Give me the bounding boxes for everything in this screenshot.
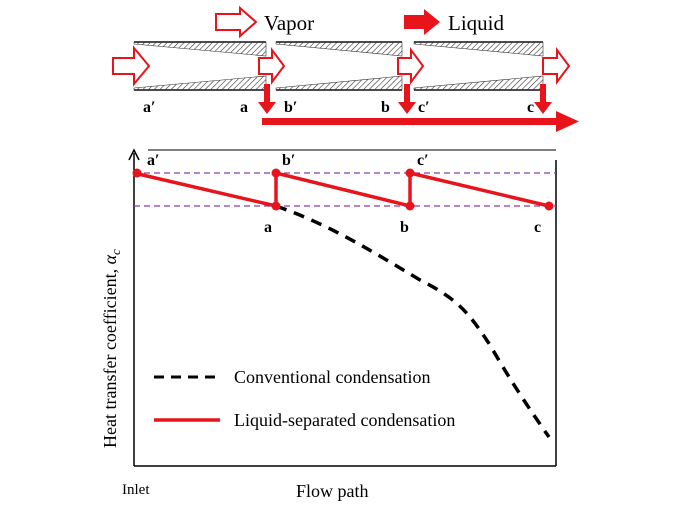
vapor-flow-arrow-icon	[258, 47, 286, 85]
liquid-drain-3	[534, 84, 552, 114]
chart-legend: Conventional condensation Liquid-separat…	[154, 367, 455, 430]
tube-label-c-prime: c′	[418, 99, 430, 116]
point-label-a-prime: a′	[147, 152, 160, 169]
liquid-drain-1	[258, 84, 276, 114]
tube-label-b-prime: b′	[284, 99, 297, 116]
tube-sections: a′ a b′ b c′ c	[112, 41, 579, 132]
liquid-arrow-icon	[404, 9, 440, 35]
y-axis-label: Heat transfer coefficient, αc	[100, 249, 123, 448]
tube-section-3	[413, 41, 544, 91]
y-axis-arrow-icon	[128, 148, 140, 161]
plot-area: a′ b′ c′ a b c Conventional condensation…	[100, 148, 557, 501]
vapor-inlet-arrow-icon	[112, 45, 151, 87]
liquid-separated-curve	[133, 170, 550, 209]
point-label-c-prime: c′	[417, 152, 429, 169]
tube-section-2	[275, 41, 403, 91]
vapor-outlet-arrow-icon	[542, 47, 571, 85]
point-a	[271, 201, 281, 211]
legend-conventional-label: Conventional condensation	[234, 367, 430, 387]
tube-section-1	[133, 41, 267, 91]
point-b	[405, 201, 415, 211]
tube-label-a-prime: a′	[143, 99, 156, 116]
vapor-arrow-icon	[215, 5, 258, 39]
point-label-c: c	[534, 219, 541, 236]
vapor-flow-arrow-icon	[397, 47, 425, 85]
vapor-label: Vapor	[264, 11, 314, 35]
point-label-b-prime: b′	[282, 152, 295, 169]
point-label-a: a	[264, 219, 272, 236]
tube-label-c: c	[527, 99, 534, 116]
point-c-prime	[405, 168, 415, 178]
y-axis-label-text: Heat transfer coefficient,	[100, 264, 120, 448]
y-axis-symbol: α	[100, 254, 120, 264]
point-label-b: b	[400, 219, 409, 236]
inlet-label: Inlet	[122, 482, 150, 498]
vapor-legend: Vapor	[215, 5, 314, 39]
liquid-drain-2	[398, 84, 416, 114]
x-axis-label: Flow path	[296, 481, 369, 501]
y-axis-subscript: c	[108, 249, 123, 255]
conventional-curve	[275, 204, 551, 439]
tube-label-b: b	[381, 99, 390, 116]
legend-separated-label: Liquid-separated condensation	[234, 410, 455, 430]
point-a-prime	[132, 168, 142, 178]
liquid-collection-arrow	[262, 111, 579, 132]
liquid-legend: Liquid	[404, 9, 504, 35]
tube-label-a: a	[240, 99, 248, 116]
liquid-label: Liquid	[448, 11, 504, 35]
point-b-prime	[271, 168, 281, 178]
point-c	[544, 201, 554, 211]
